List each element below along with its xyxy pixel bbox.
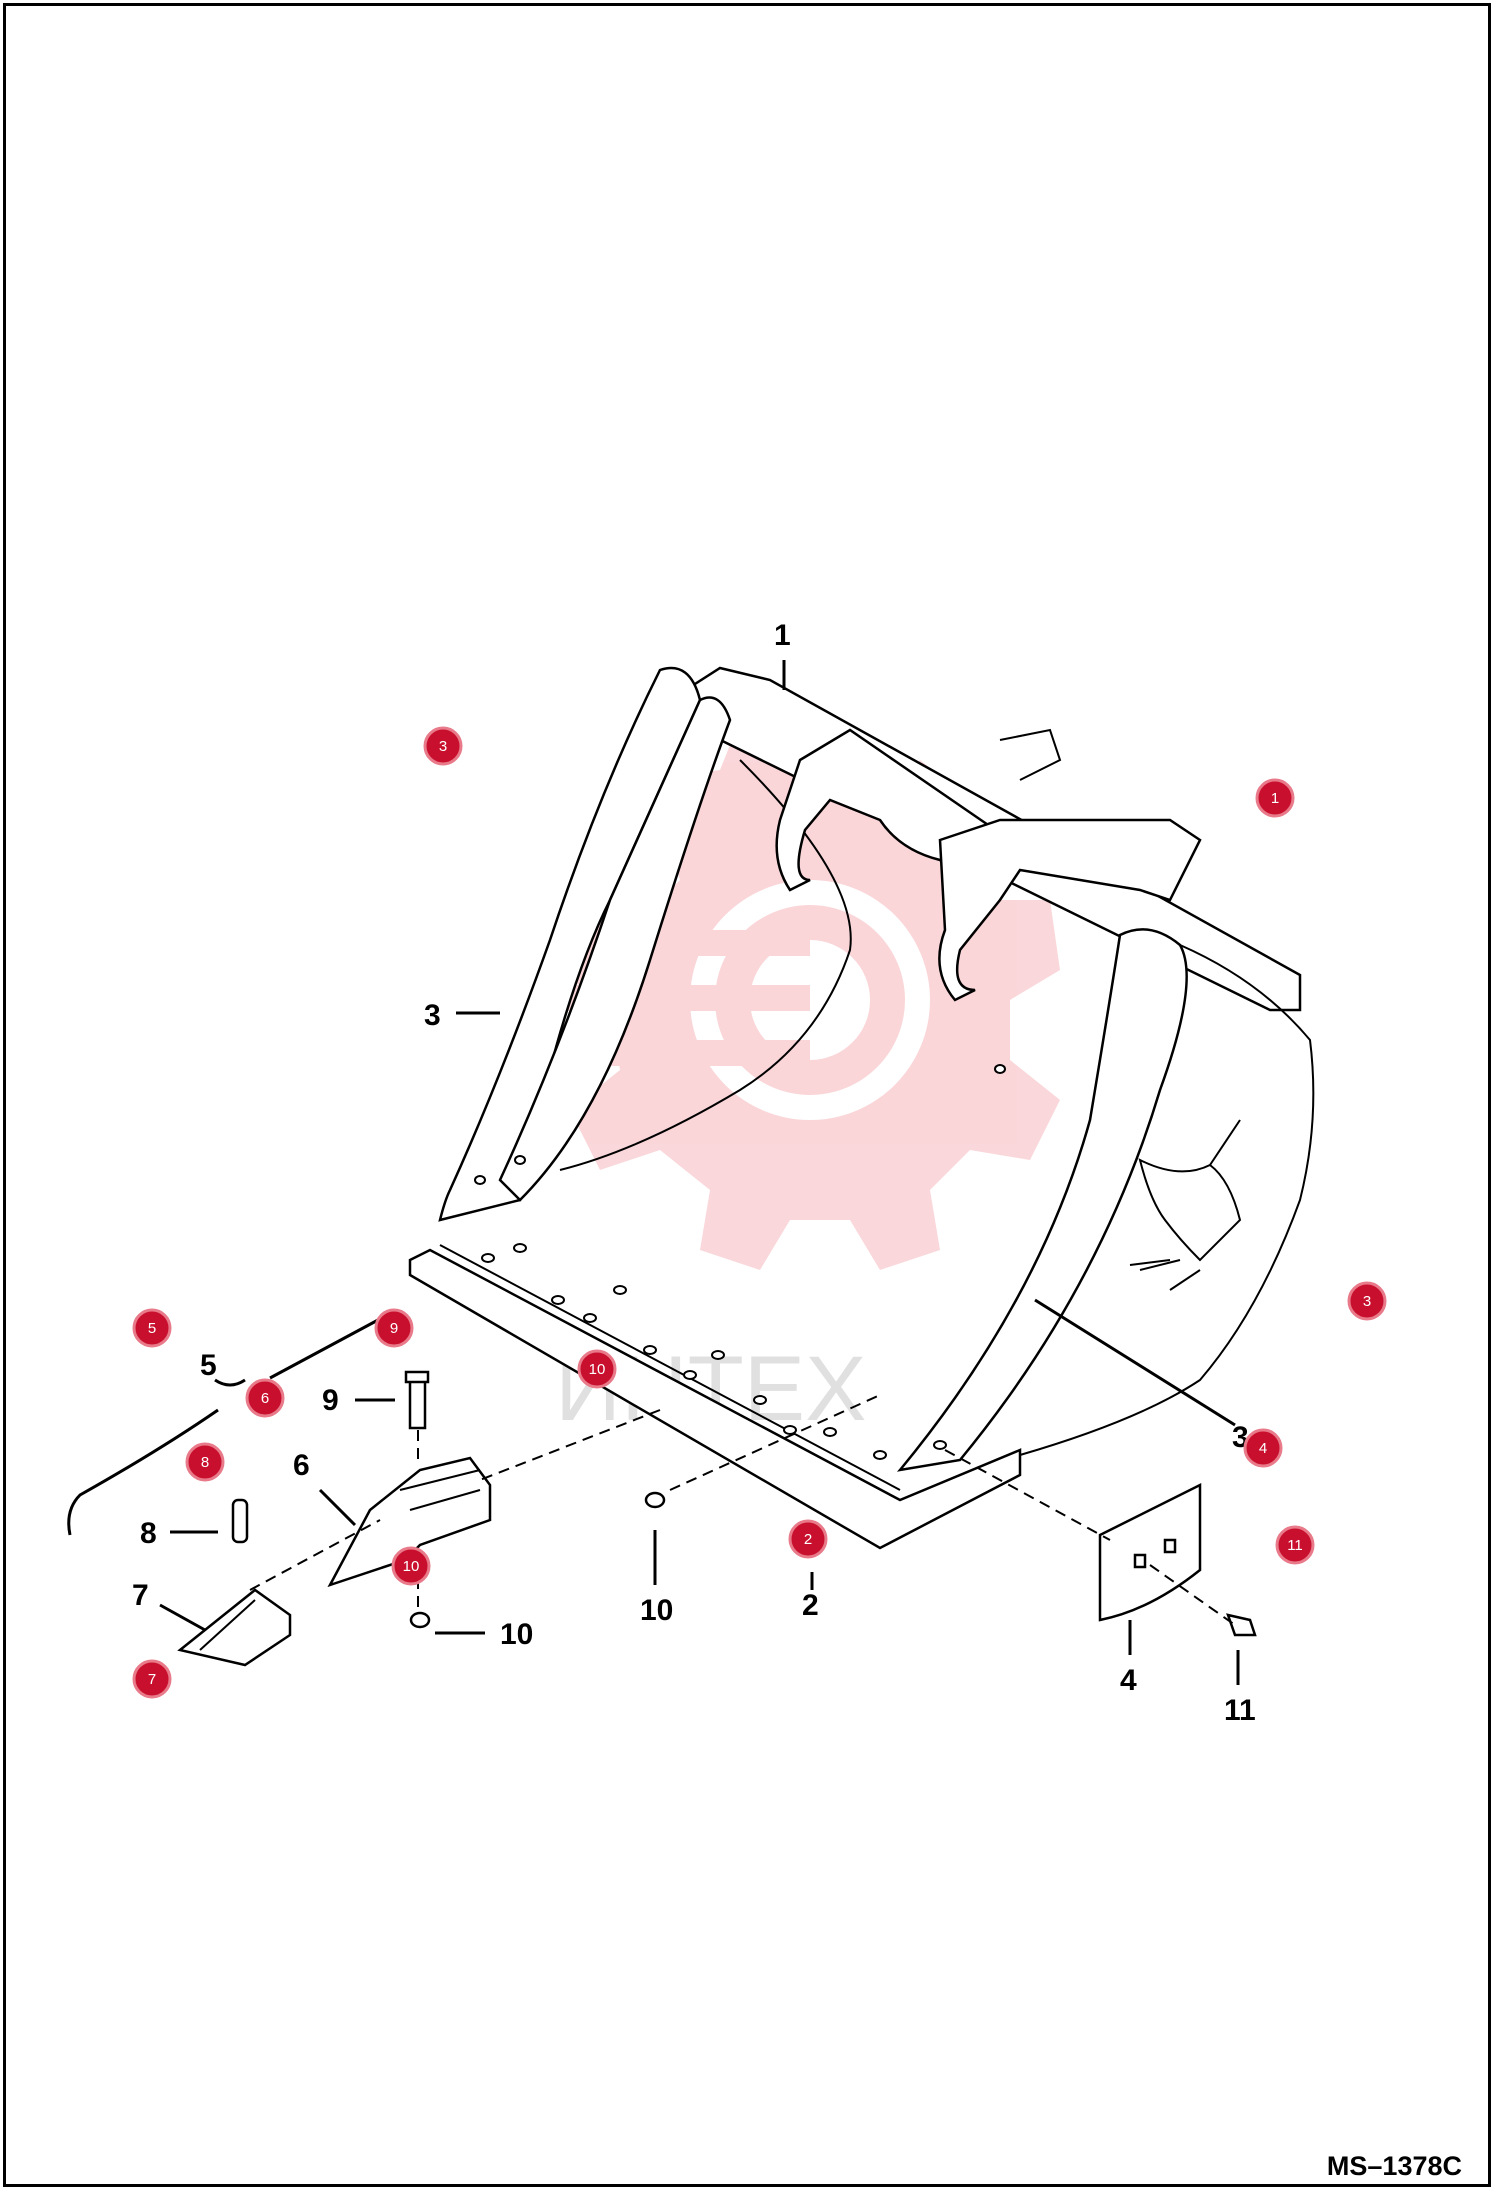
hotspot-9[interactable]: 9 [374, 1308, 414, 1348]
svg-text:10: 10 [403, 1558, 420, 1575]
floor-holes [474, 1064, 1006, 1460]
hotspot-8[interactable]: 8 [185, 1442, 225, 1482]
callout-4: 4 [1120, 1664, 1137, 1697]
page-border [3, 3, 1491, 2187]
callout-5: 5 [200, 1349, 217, 1382]
svg-text:3: 3 [439, 738, 447, 755]
callout-2: 2 [802, 1589, 819, 1622]
hotspot-2[interactable]: 2 [788, 1519, 828, 1559]
svg-text:10: 10 [589, 1361, 606, 1378]
svg-text:3: 3 [1363, 1293, 1371, 1310]
svg-text:11: 11 [1287, 1537, 1303, 1554]
callout-10b: 10 [500, 1618, 533, 1651]
callouts: 1 3 3 2 10 4 11 5 9 6 8 7 10 [132, 619, 1256, 1727]
hotspot-3a[interactable]: 3 [423, 726, 463, 766]
pin-8 [231, 1498, 249, 1544]
hotspot-5[interactable]: 5 [132, 1308, 172, 1348]
svg-text:5: 5 [148, 1320, 156, 1337]
svg-text:6: 6 [261, 1390, 269, 1407]
tooth-7 [177, 1588, 292, 1667]
callout-3a: 3 [424, 999, 441, 1032]
svg-text:2: 2 [804, 1531, 812, 1548]
callout-11: 11 [1224, 1694, 1256, 1727]
side-cutter-4 [1098, 1482, 1202, 1622]
callout-6: 6 [293, 1449, 310, 1482]
svg-text:7: 7 [148, 1671, 156, 1688]
loose-parts [177, 1370, 1257, 1667]
hotspot-11[interactable]: 11 [1275, 1525, 1315, 1565]
bolt-11 [1226, 1613, 1257, 1637]
svg-text:8: 8 [201, 1454, 209, 1471]
adapter-6 [327, 1456, 492, 1588]
nut-10a [644, 1491, 666, 1509]
callout-1: 1 [774, 619, 791, 652]
hotspot-1[interactable]: 1 [1255, 778, 1295, 818]
callout-9: 9 [322, 1384, 339, 1417]
hotspot-3b[interactable]: 3 [1347, 1281, 1387, 1321]
bobcat-logo-icon [1129, 1119, 1242, 1291]
callout-7: 7 [132, 1579, 149, 1612]
svg-text:4: 4 [1259, 1440, 1267, 1457]
bolt-9 [408, 1376, 427, 1430]
drawing-code: MS–1378C [1326, 2151, 1462, 2181]
hotspot-4[interactable]: 4 [1243, 1428, 1283, 1468]
callout-10a: 10 [640, 1594, 673, 1627]
hotspot-7[interactable]: 7 [132, 1659, 172, 1699]
hotspot-10a[interactable]: 10 [577, 1349, 617, 1389]
hotspot-6[interactable]: 6 [245, 1378, 285, 1418]
svg-text:1: 1 [1271, 790, 1279, 807]
leader-lines [67, 660, 1240, 1685]
bucket [408, 666, 1315, 1550]
svg-text:9: 9 [390, 1320, 398, 1337]
hotspot-10b[interactable]: 10 [391, 1546, 431, 1586]
nut-10b [409, 1611, 431, 1629]
hotspots: 1 3 3 4 5 9 6 10 8 10 2 11 7 [132, 726, 1387, 1699]
callout-8: 8 [140, 1517, 157, 1550]
